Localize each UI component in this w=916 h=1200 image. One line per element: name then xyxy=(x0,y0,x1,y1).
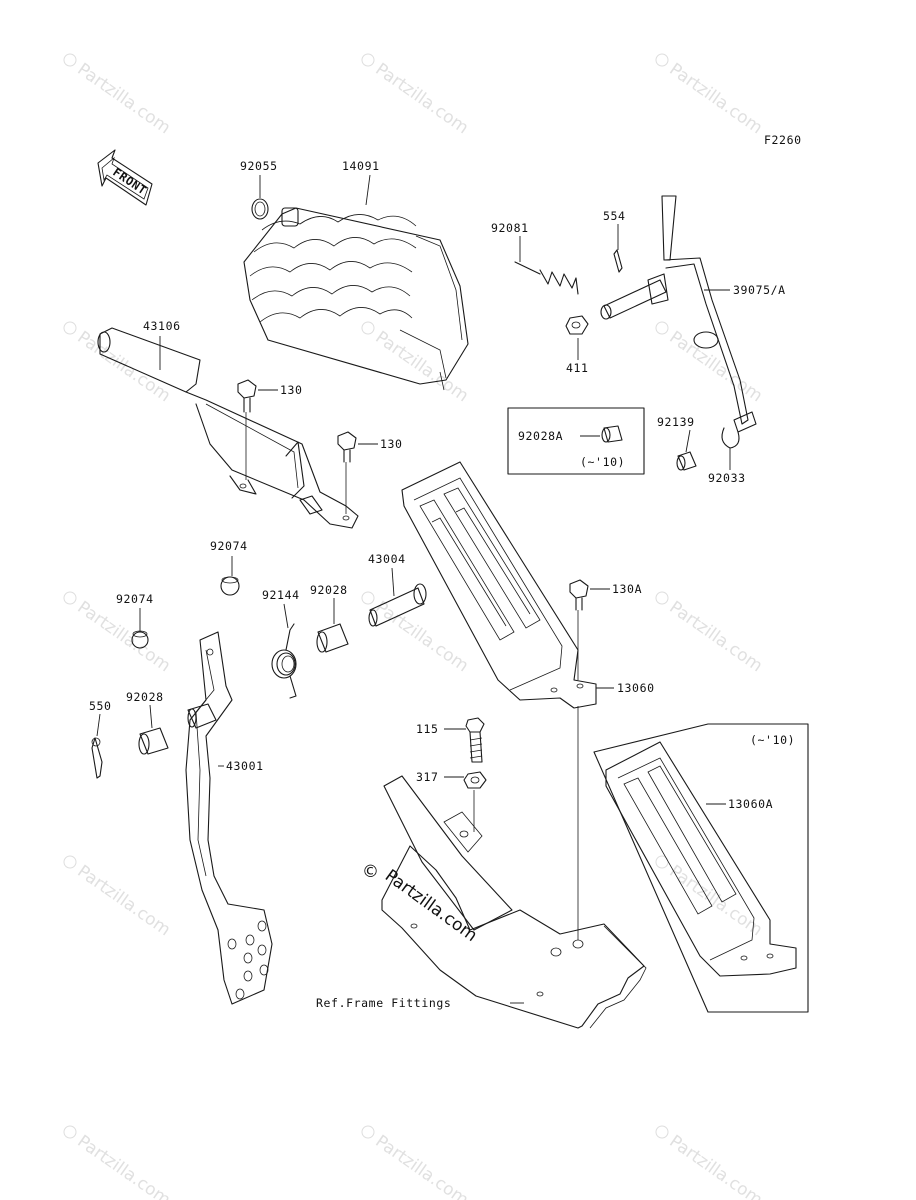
label-14091: 14091 xyxy=(342,159,380,173)
pedal-plate-13060 xyxy=(401,461,597,709)
label-550: 550 xyxy=(89,699,112,713)
watermark: Partzilla.com xyxy=(655,1125,767,1200)
watermark: Partzilla.com xyxy=(63,53,175,139)
bolt-115 xyxy=(465,717,485,763)
svg-text:Partzilla.com: Partzilla.com xyxy=(372,328,473,407)
label-92028a-note: (~'10) xyxy=(580,455,625,469)
label-13060a-note: (~'10) xyxy=(750,733,795,747)
label-130-a: 130 xyxy=(280,383,303,397)
label-43106: 43106 xyxy=(143,319,181,333)
boot-14091 xyxy=(243,207,469,391)
label-92028-b: 92028 xyxy=(126,690,164,704)
inset-box-92028a xyxy=(507,407,645,475)
nut-317 xyxy=(463,771,487,832)
watermark-layer: Partzilla.com Partzilla.com Partzilla.co… xyxy=(63,53,767,1200)
bolt-130a xyxy=(569,579,589,680)
label-43001: 43001 xyxy=(226,759,264,773)
label-317: 317 xyxy=(416,770,439,784)
pin-43004 xyxy=(368,583,427,627)
copyright-stamp: © Partzilla.com xyxy=(362,862,481,946)
svg-text:Partzilla.com: Partzilla.com xyxy=(74,60,175,139)
label-92074-b: 92074 xyxy=(116,592,154,606)
watermark: Partzilla.com xyxy=(63,855,175,941)
watermark: Partzilla.com xyxy=(655,53,767,139)
svg-text:Partzilla.com: Partzilla.com xyxy=(372,598,473,677)
label-92028-a: 92028 xyxy=(310,583,348,597)
bolt-130-a xyxy=(237,379,257,480)
inset-box-13060a xyxy=(593,723,809,1013)
figure-code: F2260 xyxy=(764,133,802,147)
rod-39075a xyxy=(600,195,757,433)
bushing-92028-a xyxy=(316,623,349,653)
svg-text:©: © xyxy=(362,862,379,882)
svg-text:Partzilla.com: Partzilla.com xyxy=(372,1132,473,1200)
spring-92081 xyxy=(514,261,579,295)
watermark: Partzilla.com xyxy=(361,1125,473,1200)
watermark: Partzilla.com xyxy=(655,591,767,677)
label-92074-a: 92074 xyxy=(210,539,248,553)
label-411: 411 xyxy=(566,361,589,375)
label-554: 554 xyxy=(603,209,626,223)
svg-text:Partzilla.com: Partzilla.com xyxy=(74,1132,175,1200)
bolt-130-b xyxy=(337,431,357,514)
label-43004: 43004 xyxy=(368,552,406,566)
frame-fitting xyxy=(381,775,647,1029)
nut-411 xyxy=(565,315,589,335)
label-92139: 92139 xyxy=(657,415,695,429)
label-130-b: 130 xyxy=(380,437,403,451)
svg-text:Partzilla.com: Partzilla.com xyxy=(74,328,175,407)
svg-text:Partzilla.com: Partzilla.com xyxy=(666,862,767,941)
label-92144: 92144 xyxy=(262,588,300,602)
lever-43106 xyxy=(97,327,359,529)
svg-text:Partzilla.com: Partzilla.com xyxy=(74,598,175,677)
label-130a-bolt: 130A xyxy=(612,582,642,596)
cotter-pin-554 xyxy=(613,249,623,273)
label-115: 115 xyxy=(416,722,439,736)
watermark: Partzilla.com xyxy=(63,1125,175,1200)
o-ring-92055 xyxy=(251,198,269,220)
svg-text:Partzilla.com: Partzilla.com xyxy=(372,60,473,139)
front-arrow-icon: FRONT xyxy=(97,149,153,206)
svg-text:Partzilla.com: Partzilla.com xyxy=(666,328,767,407)
watermark: Partzilla.com xyxy=(655,321,767,407)
bushing-92028-b xyxy=(138,727,169,755)
svg-text:Partzilla.com: Partzilla.com xyxy=(666,598,767,677)
label-92028a-box: 92028A xyxy=(518,429,563,443)
label-13060a: 13060A xyxy=(728,797,773,811)
label-39075a: 39075/A xyxy=(733,283,786,297)
svg-text:Partzilla.com: Partzilla.com xyxy=(666,1132,767,1200)
collar-92139 xyxy=(676,451,697,471)
svg-text:Partzilla.com: Partzilla.com xyxy=(74,862,175,941)
label-92081: 92081 xyxy=(491,221,529,235)
snap-ring-92033 xyxy=(721,427,740,449)
cap-92074-a xyxy=(220,576,240,596)
label-92033: 92033 xyxy=(708,471,746,485)
watermark: Partzilla.com xyxy=(655,855,767,941)
brake-pedal-43001 xyxy=(185,631,273,1005)
label-ref-frame-fittings: Ref.Frame Fittings xyxy=(316,996,451,1010)
cotter-pin-550 xyxy=(91,737,103,779)
svg-text:Partzilla.com: Partzilla.com xyxy=(666,60,767,139)
label-92055: 92055 xyxy=(240,159,278,173)
watermark: Partzilla.com xyxy=(361,321,473,407)
svg-text:Partzilla.com: Partzilla.com xyxy=(381,866,481,946)
label-13060: 13060 xyxy=(617,681,655,695)
watermark: Partzilla.com xyxy=(361,53,473,139)
torsion-spring-92144 xyxy=(271,623,297,699)
